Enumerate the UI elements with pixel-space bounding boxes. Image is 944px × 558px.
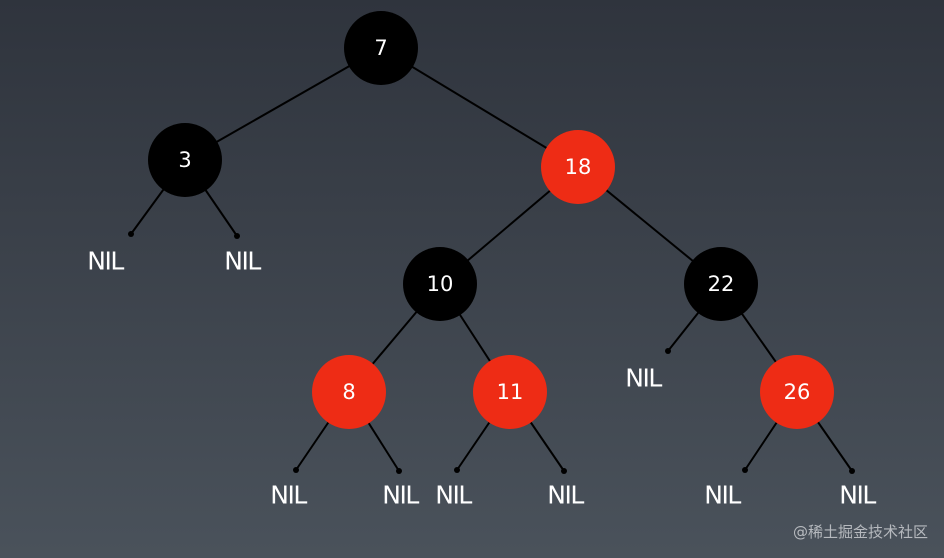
nil-leaf-label: NIL xyxy=(224,246,261,276)
nil-leaf-label: NIL xyxy=(435,480,472,510)
nil-leaf-label: NIL xyxy=(547,480,584,510)
nil-dot xyxy=(665,348,671,354)
tree-node-7: 7 xyxy=(344,11,418,85)
tree-node-22: 22 xyxy=(684,247,758,321)
nil-dot xyxy=(128,231,134,237)
nil-leaf-label: NIL xyxy=(625,363,662,393)
edge-7-18 xyxy=(380,47,579,168)
tree-node-18: 18 xyxy=(541,130,615,204)
nil-dot xyxy=(293,467,299,473)
nil-dot xyxy=(742,467,748,473)
tree-node-3: 3 xyxy=(148,123,222,197)
nil-leaf-label: NIL xyxy=(839,480,876,510)
nil-leaf-label: NIL xyxy=(270,480,307,510)
nil-dot xyxy=(561,468,567,474)
nil-leaf-label: NIL xyxy=(87,246,124,276)
tree-node-11: 11 xyxy=(473,355,547,429)
nil-dot xyxy=(454,467,460,473)
nil-dot xyxy=(396,468,402,474)
tree-node-26: 26 xyxy=(760,355,834,429)
tree-node-8: 8 xyxy=(312,355,386,429)
watermark: @稀土掘金技术社区 xyxy=(792,523,928,541)
nil-leaf-label: NIL xyxy=(382,480,419,510)
nil-leaf-label: NIL xyxy=(704,480,741,510)
nil-dot xyxy=(849,468,855,474)
tree-node-10: 10 xyxy=(403,247,477,321)
nil-dot xyxy=(234,233,240,239)
